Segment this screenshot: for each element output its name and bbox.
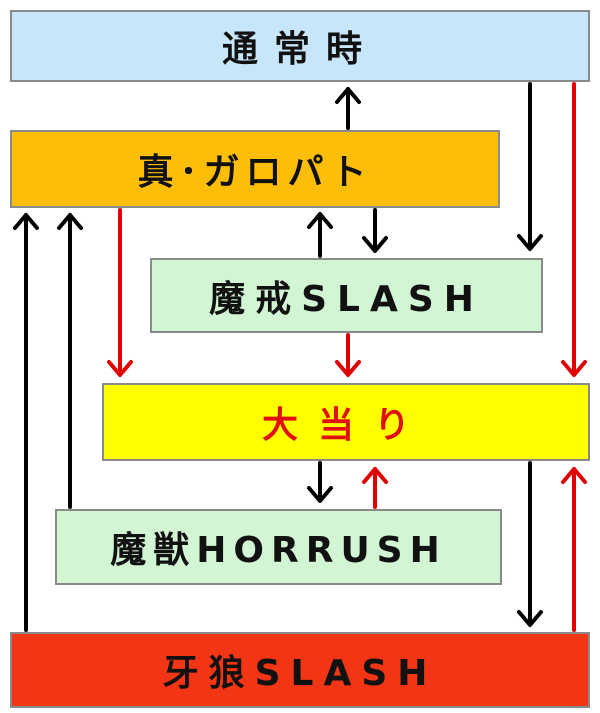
arrow-maakai-to-shin	[307, 212, 333, 258]
node-tsujo: 通常時	[10, 10, 590, 82]
node-majuu-horrush-label: 魔獣HORRUSH	[110, 530, 447, 571]
arrow-ooatari-to-garou	[517, 461, 543, 627]
arrow-shin-to-tsujo	[335, 87, 361, 130]
arrow-ooatari-to-majuu	[307, 461, 333, 503]
red-arrows	[107, 82, 587, 632]
arrow-maakai-to-ooatari	[335, 333, 361, 377]
arrow-shin-to-maakai	[362, 208, 388, 253]
arrow-majuu-to-shin	[57, 213, 83, 509]
arrow-tsujo-to-ooatari	[561, 82, 587, 377]
node-garou-slash-label: 牙狼SLASH	[162, 653, 438, 694]
node-tsujo-label: 通常時	[221, 29, 378, 70]
arrow-majuu-to-ooatari	[362, 467, 388, 509]
node-shin-garopato-label: 真･ガロパト	[137, 152, 373, 193]
node-maakai-slash: 魔戒SLASH	[150, 258, 543, 333]
node-shin-garopato: 真･ガロパト	[10, 130, 500, 208]
node-maakai-slash-label: 魔戒SLASH	[209, 278, 484, 320]
arrow-garou-to-ooatari	[561, 467, 587, 632]
node-ooatari: 大当り	[102, 383, 590, 461]
black-arrows	[13, 82, 543, 632]
arrow-garou-to-shin	[13, 213, 39, 632]
arrow-tsujo-to-maakai	[517, 82, 543, 251]
arrow-shin-to-ooatari	[107, 208, 133, 377]
node-ooatari-label: 大当り	[261, 405, 430, 446]
node-majuu-horrush: 魔獣HORRUSH	[55, 509, 502, 585]
node-garou-slash: 牙狼SLASH	[10, 632, 590, 708]
